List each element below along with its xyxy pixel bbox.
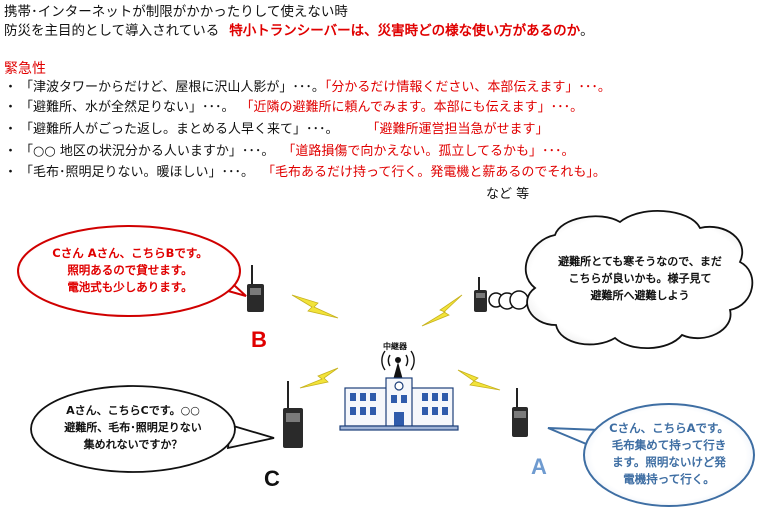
radio-icon-c [283,381,303,448]
radio-icon-a [512,388,528,437]
intro-suffix: 。 [580,23,594,39]
example-response: 「近隣の避難所に頼んでみます。本部にも伝えます」･･･。 [240,100,584,115]
relay-label: 中継器 [383,342,407,351]
bullet: ・ [4,165,18,180]
label-c: C [264,466,280,491]
lightning-icon [457,369,501,391]
example-row: ・「毛布･照明足りない。暖ほしい」･･･。「毛布あるだけ持って行く。発電機と薪あ… [4,164,606,181]
thought-dot [509,290,529,310]
example-response: 「道路損傷で向かえない。孤立してるかも」･･･。 [282,144,575,159]
bullet: ・ [4,80,18,95]
example-request: 「津波タワーからだけど、屋根に沢山人影が」･･･。 [20,80,325,95]
radio-icon-thought [474,277,487,312]
bubble-line: 照明あるので貸せます。 [67,263,193,277]
lightning-icon [421,294,463,327]
example-request: 「避難所、水が全然足りない」･･･。 [20,100,235,115]
example-response: 「避難所運営担当急がせます」 [366,122,549,137]
speech-bubble-b [17,225,247,317]
bubble-line: 電機持って行く。 [623,472,715,486]
school-building-icon [339,377,459,431]
bubble-body [583,403,755,507]
bubble-line: 避難所とても寒そうなので、まだ [558,255,722,268]
lightning-icon [299,367,339,389]
example-response: 「分かるだけ情報ください、本部伝えます」･･･。 [324,80,611,95]
example-request: 「避難所人がごった返し。まとめる人早く来て」･･･。 [20,122,339,137]
bubble-line: こちらが良いかも。様子見て [568,272,712,285]
bullet: ・ [4,144,18,159]
bubble-line: ます。照明ないけど発 [612,455,726,469]
intro-line-2: 防災を主目的として導入されている特小トランシーバーは、災害時どの様な使い方がある… [4,22,594,40]
thought-text: 避難所とても寒そうなので、まだ こちらが良いかも。様子見て 避難所へ避難しよう [540,253,740,304]
bubble-a-text: Cさん、こちらAです。 毛布集めて持って行き ます。照明ないけど発 電機持って行… [590,420,748,488]
signal-bolts [291,294,501,391]
bubble-line: Cさん、こちらAです。 [609,421,729,435]
bubble-c-text: Aさん、こちらCです。○○ 避難所、毛布･照明足りない 集めれないですか？ [40,402,226,453]
example-request: 「毛布･照明足りない。暖ほしい」･･･。 [20,165,255,180]
bubble-line: 集めれないですか？ [83,438,183,451]
label-b: B [251,327,267,352]
relay-antenna-icon [381,350,415,380]
intro-highlight: 特小トランシーバーは、災害時どの様な使い方があるのか [229,23,581,39]
bubble-line: 毛布集めて持って行き [611,438,727,452]
bubble-line: 避難所、毛布･照明足りない [64,421,202,434]
example-request: 「○○ 地区の状況分かる人いますか」･･･。 [20,144,275,159]
thought-bubble [488,210,754,350]
etc-note: など 等 [486,187,530,202]
intro-line-2-prefix: 防災を主目的として導入されている [4,23,220,39]
bullet: ・ [4,122,18,137]
thought-cloud [524,210,754,350]
label-a: A [531,454,547,479]
speech-bubble-a [547,403,755,507]
bubble-body [30,385,236,473]
example-row: ・「○○ 地区の状況分かる人いますか」･･･。「道路損傷で向かえない。孤立してる… [4,143,574,160]
radio-icon-b [247,265,264,312]
bubble-line: 電池式も少しあります。 [67,280,193,294]
bubble-b-text: Cさん Aさん、こちらBです。 照明あるので貸せます。 電池式も少しあります。 [32,245,228,296]
example-row: ・「津波タワーからだけど、屋根に沢山人影が」･･･。「分かるだけ情報ください、本… [4,79,611,96]
example-response: 「毛布あるだけ持って行く。発電機と薪あるのでそれも」。 [262,165,606,180]
speech-bubble-c [30,385,275,473]
bubble-body [17,225,241,317]
example-row: ・「避難所人がごった返し。まとめる人早く来て」･･･。 「避難所運営担当急がせます… [4,121,549,138]
lightning-icon [291,294,339,319]
bubble-line: 避難所へ避難しよう [590,289,690,302]
section-title: 緊急性 [4,61,46,77]
bubble-line: Cさん Aさん、こちらBです。 [52,246,208,260]
bubble-line: Aさん、こちらCです。○○ [66,404,200,417]
intro-line-1: 携帯･インターネットが制限がかかったりして使えない時 [4,4,348,20]
bullet: ・ [4,100,18,115]
example-row: ・「避難所、水が全然足りない」･･･。「近隣の避難所に頼んでみます。本部にも伝え… [4,99,583,116]
